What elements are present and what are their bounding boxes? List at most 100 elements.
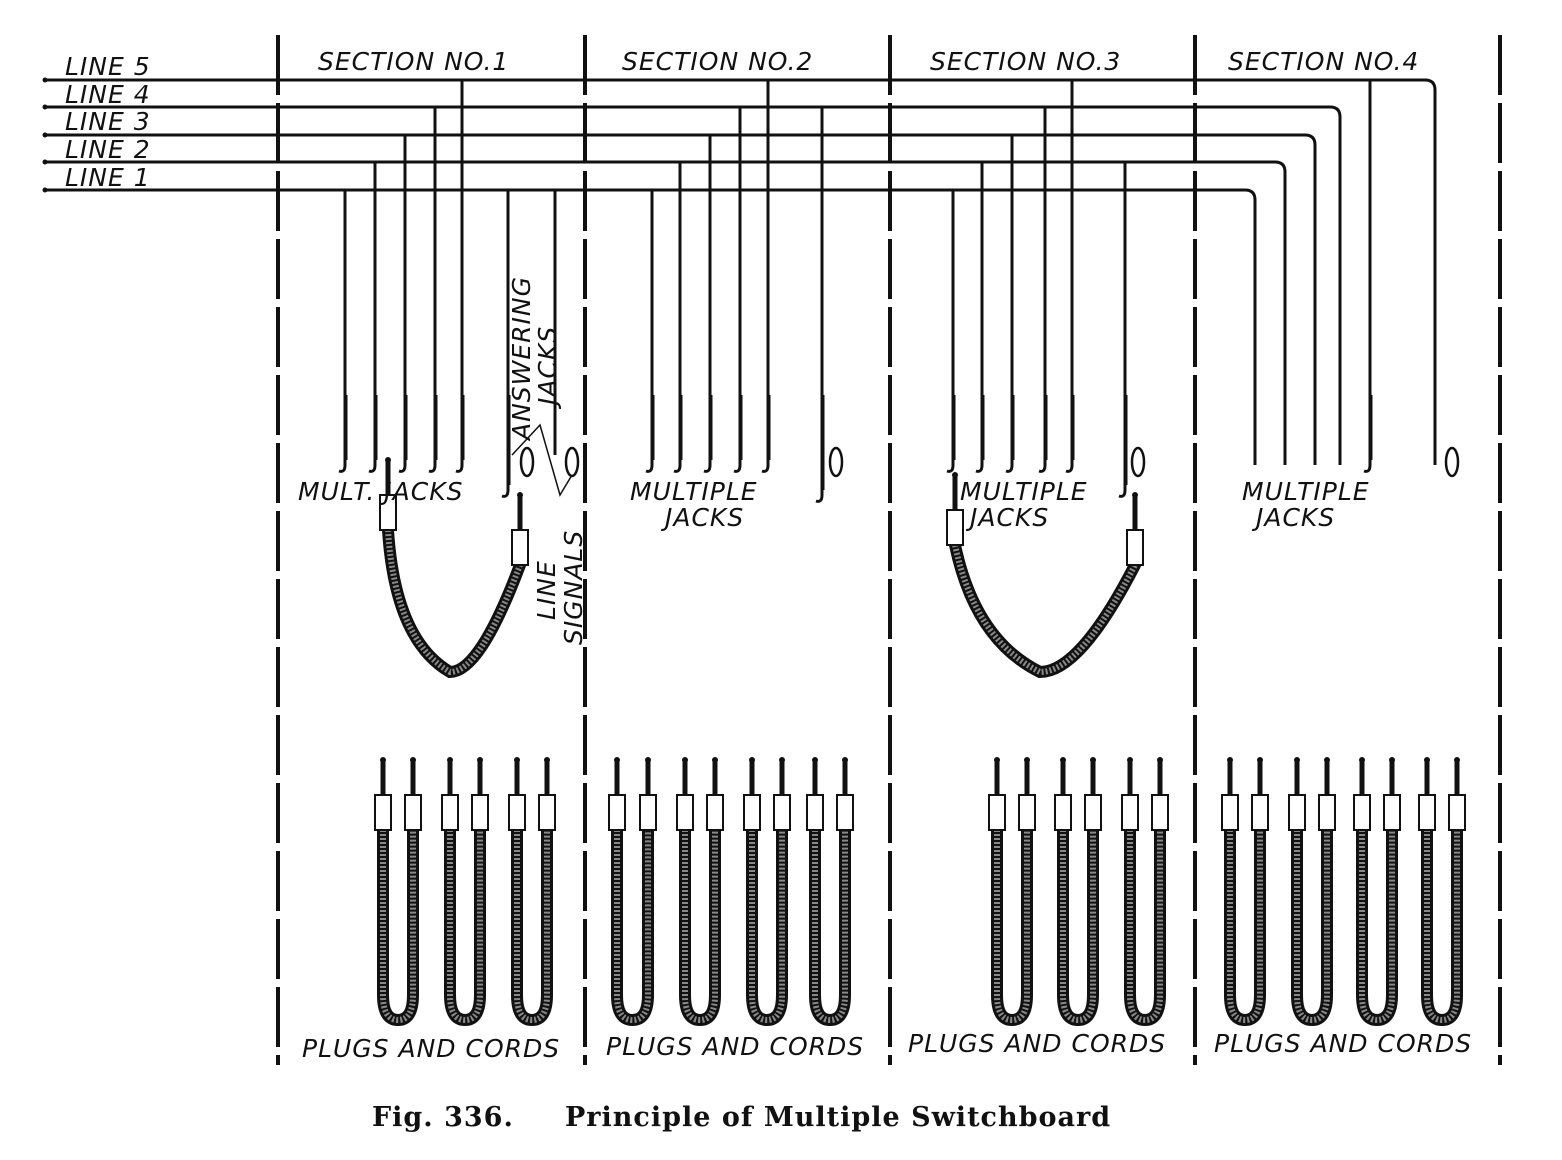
jacks-label-s3: JACKS	[965, 503, 1049, 532]
plug-in-use-sleeve	[511, 529, 529, 566]
plug-sleeve	[988, 794, 1006, 831]
answering-label: ANSWERING	[507, 276, 536, 442]
plug-sleeve	[1353, 794, 1371, 831]
plug-sleeve	[1383, 794, 1401, 831]
jacks-label-s4: JACKS	[1251, 503, 1335, 532]
cord-texture	[380, 830, 416, 1024]
cord	[949, 539, 1141, 679]
line-signals-label: SIGNALS	[559, 530, 588, 645]
cord	[991, 824, 1033, 1027]
jack-wire	[703, 135, 712, 473]
plug-tip-ball	[842, 757, 848, 763]
cord	[1224, 824, 1266, 1027]
line-signals-line-label: LINE	[532, 560, 561, 620]
plugs-cords-label-s2: PLUGS AND CORDS	[606, 1032, 864, 1061]
plug-tip-ball	[682, 757, 688, 763]
cord-texture	[994, 830, 1030, 1024]
plug-in-use-sleeve	[946, 509, 964, 546]
jack-wire	[815, 107, 824, 503]
line-terminal	[42, 159, 48, 165]
plug-tip-ball	[1389, 757, 1395, 763]
cord	[511, 824, 553, 1027]
plug-tip-ball	[1157, 757, 1163, 763]
line-4-wire	[45, 105, 1342, 465]
cord	[611, 824, 654, 1027]
plug-tip-ball	[1127, 757, 1133, 763]
plug-sleeve	[676, 794, 694, 831]
line-5-wire	[45, 78, 1437, 465]
cord	[382, 524, 526, 679]
multiple-label-s4: MULTIPLE	[1242, 477, 1370, 506]
jack-wire	[761, 80, 770, 473]
plug-tip-ball	[447, 757, 453, 763]
plug-tip-ball	[812, 757, 818, 763]
jack-wire	[1363, 80, 1372, 473]
plug-sleeve	[806, 794, 824, 831]
cord	[377, 824, 419, 1027]
plug-sleeve	[1251, 794, 1269, 831]
cord-texture	[682, 830, 718, 1024]
plug-tip-ball	[614, 757, 620, 763]
cord-texture	[447, 830, 483, 1024]
plug-sleeve	[1054, 794, 1072, 831]
cord-texture	[385, 529, 523, 676]
plug-sleeve	[706, 794, 724, 831]
plug-sleeve	[374, 794, 392, 831]
line-2-wire	[45, 160, 1287, 465]
plug-tip-ball	[712, 757, 718, 763]
line-3-wire	[45, 133, 1317, 465]
plug-sleeve	[1018, 794, 1036, 831]
cord	[746, 824, 788, 1027]
multiple-label-s2: MULTIPLE	[630, 477, 758, 506]
plug-in-use-tip-ball	[1132, 492, 1138, 498]
line-3-label: LINE 3	[65, 107, 151, 136]
plug-sleeve	[773, 794, 791, 831]
label-leader	[511, 423, 573, 497]
plug-tip-ball	[410, 757, 416, 763]
plug-sleeve	[441, 794, 459, 831]
jack-wire	[455, 80, 464, 473]
cord	[679, 824, 721, 1027]
cord	[1421, 824, 1463, 1027]
plug-tip-ball	[1060, 757, 1066, 763]
cord-texture	[1424, 830, 1460, 1024]
plug-in-use-tip-ball	[385, 457, 391, 463]
jack-wire	[1038, 107, 1047, 473]
plug-sleeve	[1221, 794, 1239, 831]
jack-wire	[428, 107, 437, 473]
mult-jacks-label: MULT. JACKS	[298, 477, 464, 506]
plug-tip-ball	[544, 757, 550, 763]
plug-sleeve	[1418, 794, 1436, 831]
cord-texture	[1294, 830, 1330, 1024]
plug-sleeve	[538, 794, 556, 831]
jack-wire	[946, 190, 955, 473]
plug-tip-ball	[477, 757, 483, 763]
plug-sleeve	[508, 794, 526, 831]
plug-sleeve	[743, 794, 761, 831]
cord	[444, 824, 486, 1027]
plug-tip-ball	[1324, 757, 1330, 763]
plug-tip-ball	[1227, 757, 1233, 763]
plug-sleeve	[1084, 794, 1102, 831]
jack-wire	[398, 135, 407, 473]
plug-tip-ball	[1257, 757, 1263, 763]
plug-sleeve	[1151, 794, 1169, 831]
plugs-cords-label-s1: PLUGS AND CORDS	[302, 1034, 560, 1063]
plug-tip-ball	[380, 757, 386, 763]
cord-texture	[514, 830, 550, 1024]
plugs-cords-label-s4: PLUGS AND CORDS	[1214, 1029, 1472, 1058]
plugs-cords-label-s3: PLUGS AND CORDS	[908, 1029, 1166, 1058]
cord	[809, 824, 851, 1027]
plug-tip-ball	[514, 757, 520, 763]
jack-wire	[1065, 80, 1074, 473]
cord-texture	[812, 830, 848, 1024]
jack-wire	[368, 162, 377, 473]
line-4-label: LINE 4	[65, 80, 151, 109]
cord-texture	[749, 830, 785, 1024]
line-terminal	[42, 77, 48, 83]
plug-sleeve	[1448, 794, 1466, 831]
plug-tip-ball	[1424, 757, 1430, 763]
figure-number: Fig. 336.	[372, 1102, 514, 1133]
jacks-label-s2: JACKS	[660, 503, 744, 532]
